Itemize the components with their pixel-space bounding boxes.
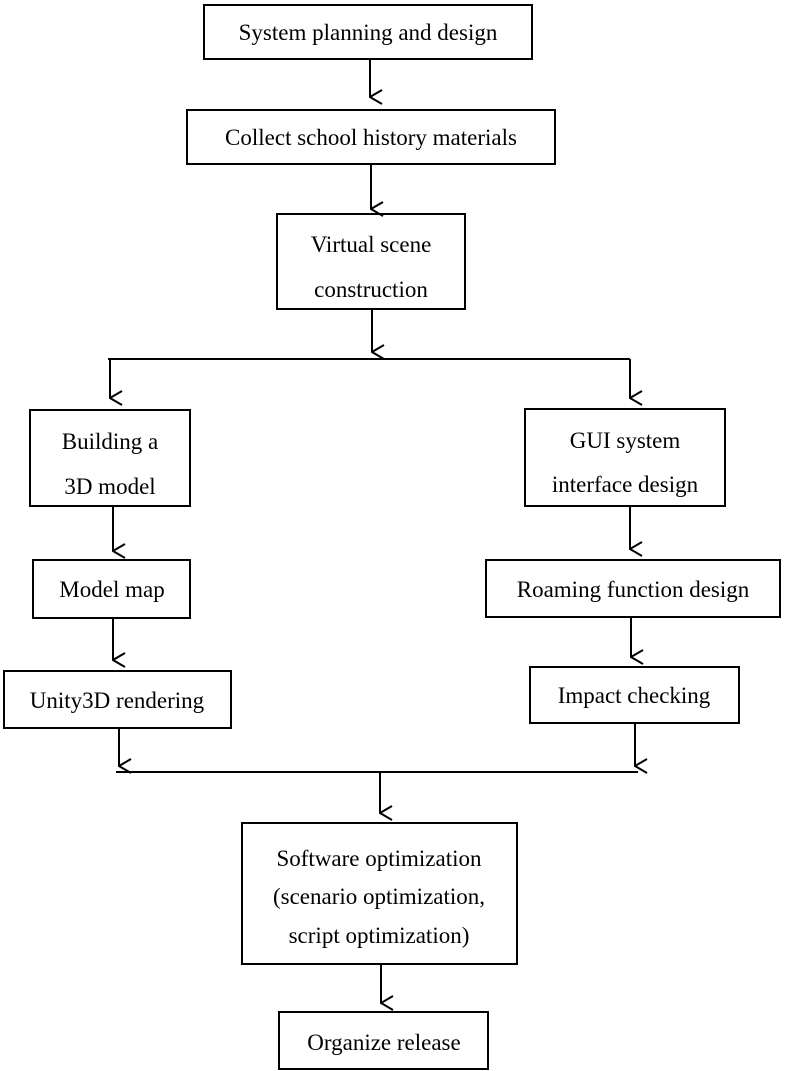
node-building-3d-model-label-2: 3D model	[64, 474, 155, 499]
node-building-3d-model-label-1: Building a	[62, 429, 158, 454]
node-software-optimization-label-3: script optimization)	[289, 923, 470, 948]
node-roaming-function-design: Roaming function design	[485, 559, 781, 618]
node-software-optimization-label-2: (scenario optimization,	[273, 884, 485, 909]
node-collect-materials: Collect school history materials	[186, 109, 556, 165]
node-software-optimization-label-1: Software optimization	[276, 846, 482, 871]
node-roaming-function-design-label: Roaming function design	[517, 577, 750, 602]
node-gui-interface-design-label-2: interface design	[552, 472, 699, 497]
node-organize-release-label: Organize release	[307, 1030, 460, 1055]
node-collect-materials-label: Collect school history materials	[225, 125, 517, 150]
node-gui-interface-design: GUI system interface design	[524, 408, 726, 507]
node-model-map: Model map	[32, 559, 191, 619]
node-system-planning: System planning and design	[203, 4, 533, 60]
node-impact-checking: Impact checking	[529, 666, 740, 724]
node-gui-interface-design-label-1: GUI system	[570, 428, 681, 453]
node-impact-checking-label: Impact checking	[558, 683, 711, 708]
node-virtual-scene: Virtual scene construction	[276, 213, 466, 310]
node-software-optimization: Software optimization (scenario optimiza…	[241, 822, 518, 965]
node-virtual-scene-label-2: construction	[314, 277, 428, 302]
node-model-map-label: Model map	[59, 577, 164, 602]
node-organize-release: Organize release	[278, 1011, 489, 1070]
node-unity3d-rendering-label: Unity3D rendering	[30, 688, 205, 713]
node-system-planning-label: System planning and design	[239, 20, 498, 45]
node-virtual-scene-label-1: Virtual scene	[311, 232, 432, 257]
node-unity3d-rendering: Unity3D rendering	[3, 670, 232, 729]
node-building-3d-model: Building a 3D model	[29, 409, 191, 507]
